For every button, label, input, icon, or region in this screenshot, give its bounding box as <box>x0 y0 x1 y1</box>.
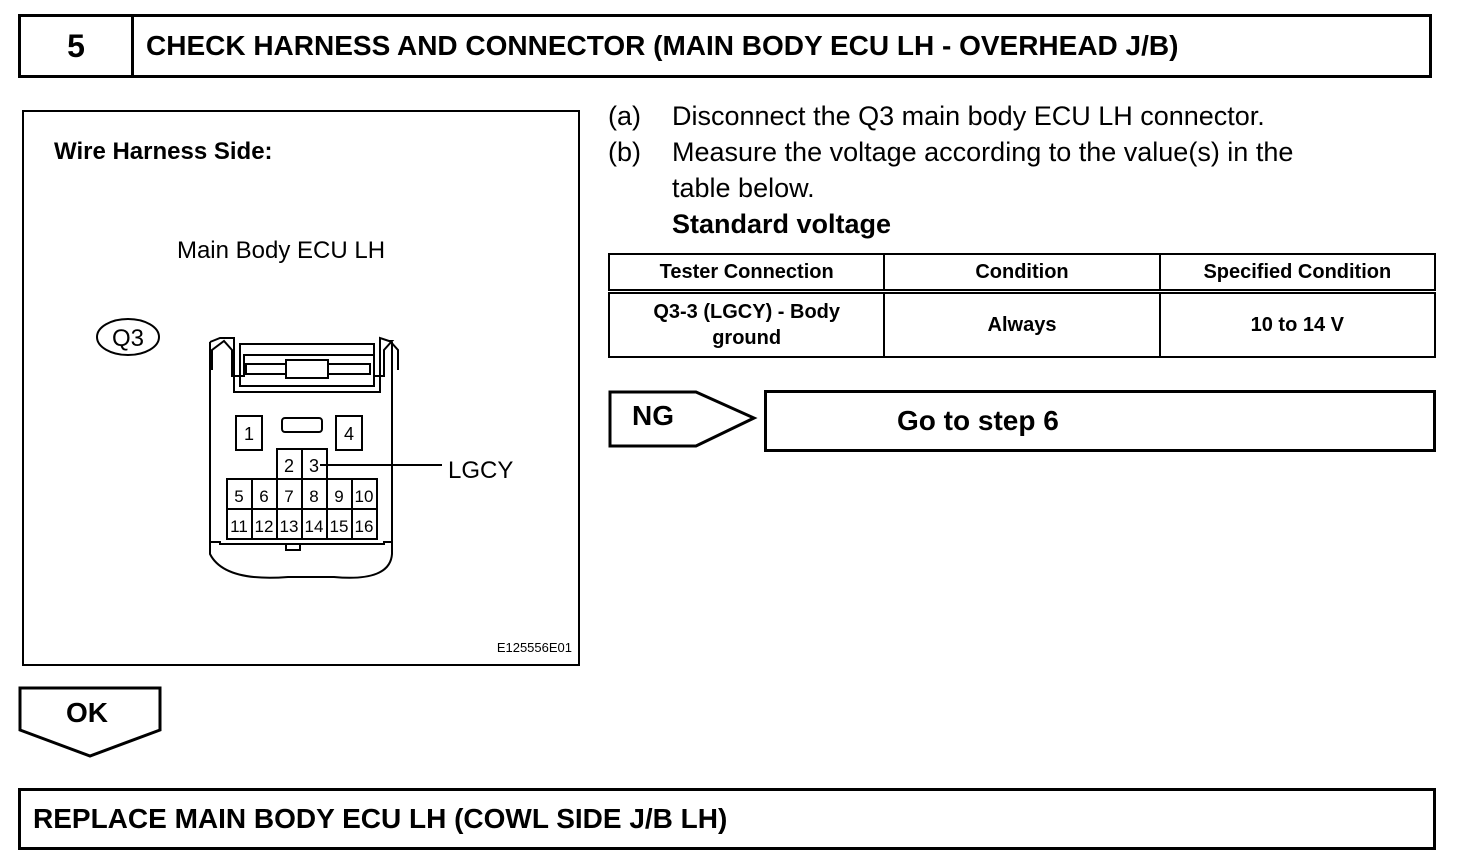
ok-label: OK <box>66 697 108 728</box>
pin-label: 10 <box>355 487 374 506</box>
wire-harness-side-label: Wire Harness Side: <box>54 138 273 165</box>
table-cell-condition: Always <box>883 290 1161 358</box>
connection-line-1: Q3-3 (LGCY) - Body <box>653 301 840 323</box>
pin-label: 3 <box>309 456 319 476</box>
step-title: CHECK HARNESS AND CONNECTOR (MAIN BODY E… <box>146 30 1179 61</box>
pin-label: 7 <box>284 487 293 506</box>
pin-label: 4 <box>344 424 354 444</box>
step-number: 5 <box>21 17 134 75</box>
connector-id-label: Q3 <box>112 325 144 352</box>
pin-label: 9 <box>334 487 343 506</box>
instruction-text-continued: table below. <box>672 173 815 203</box>
instruction-text: Disconnect the Q3 main body ECU LH conne… <box>672 101 1265 131</box>
ok-arrow-shape <box>18 686 162 758</box>
pin-label: 15 <box>330 517 349 536</box>
pin-label: 2 <box>284 456 294 476</box>
table-header: Condition <box>883 253 1161 294</box>
pin-label: 5 <box>234 487 243 506</box>
pin-label: 16 <box>355 517 374 536</box>
instruction-tag: (b) <box>608 137 641 167</box>
instruction-a: (a) Disconnect the Q3 main body ECU LH c… <box>608 98 1293 134</box>
connector-figure: Wire Harness Side: Main Body ECU LH Q3 1… <box>22 110 580 666</box>
pin-label: 8 <box>309 487 318 506</box>
instruction-tag: (a) <box>608 101 641 131</box>
ng-label: NG <box>632 400 674 431</box>
connector-diagram: Main Body ECU LH Q3 1 4 2 3 LGCY <box>96 237 572 655</box>
table-cell-specified: 10 to 14 V <box>1158 290 1437 358</box>
ng-action-box[interactable]: Go to step 6 <box>764 390 1436 452</box>
pin-cell <box>235 415 263 451</box>
pin-label: 12 <box>255 517 274 536</box>
step-header: 5 CHECK HARNESS AND CONNECTOR (MAIN BODY… <box>18 14 1432 78</box>
pin-label: 13 <box>280 517 299 536</box>
instruction-text: Measure the voltage according to the val… <box>672 137 1294 167</box>
table-row: Q3-3 (LGCY) - Body ground Always 10 to 1… <box>607 290 1437 358</box>
connector-outline <box>209 336 399 579</box>
component-label: Main Body ECU LH <box>177 237 385 264</box>
pin-label: 14 <box>305 517 324 536</box>
pin-cell <box>335 415 363 451</box>
figure-code: E125556E01 <box>497 640 572 655</box>
instructions: (a) Disconnect the Q3 main body ECU LH c… <box>608 98 1293 242</box>
connector-id-oval <box>96 318 160 356</box>
table-header: Specified Condition <box>1158 253 1437 294</box>
pin-label: 11 <box>230 517 248 536</box>
instruction-b: (b) Measure the voltage according to the… <box>608 134 1293 170</box>
wire-label: LGCY <box>448 457 513 484</box>
spec-table: Tester Connection Condition Specified Co… <box>607 253 1437 358</box>
ng-arrow-shape <box>608 390 758 448</box>
table-header: Tester Connection <box>607 253 886 294</box>
connection-line-2: ground <box>712 327 782 349</box>
pin-label: 1 <box>244 424 254 444</box>
pin-label: 6 <box>259 487 268 506</box>
table-header-row: Tester Connection Condition Specified Co… <box>607 253 1437 294</box>
standard-voltage-label: Standard voltage <box>672 209 892 239</box>
next-action-box[interactable]: REPLACE MAIN BODY ECU LH (COWL SIDE J/B … <box>18 788 1436 850</box>
table-cell-connection: Q3-3 (LGCY) - Body ground <box>607 290 886 358</box>
